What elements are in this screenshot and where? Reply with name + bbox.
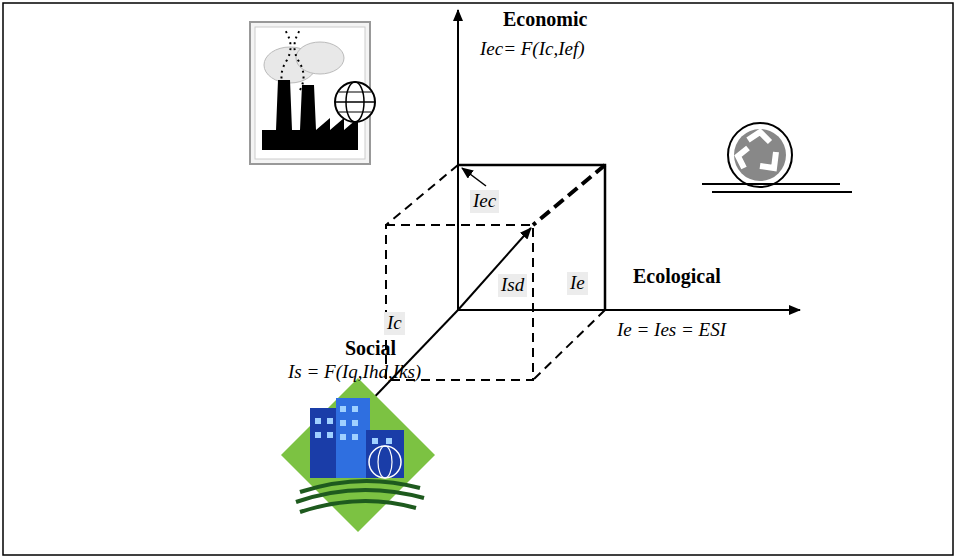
axis-title: Economic <box>503 8 587 30</box>
recycle-icon <box>702 123 852 192</box>
cube <box>386 165 605 380</box>
axis-title: Ecological <box>633 265 721 287</box>
factory-icon <box>250 22 375 164</box>
formula: Iec= F(Ic,Ief) <box>480 39 585 60</box>
buildings-icon <box>281 378 435 532</box>
axis-title: Social <box>345 337 396 359</box>
vector-label: Ie <box>567 272 588 295</box>
frame <box>3 3 953 555</box>
vector-label: Ic <box>384 312 405 335</box>
formula: Is = F(Iq,Ihd,Iks) <box>288 362 421 383</box>
vector-label: Isd <box>498 274 527 297</box>
formula: Ie = Ies = ESI <box>617 320 726 341</box>
vector-label: Iec <box>470 190 499 213</box>
axes <box>314 10 800 460</box>
